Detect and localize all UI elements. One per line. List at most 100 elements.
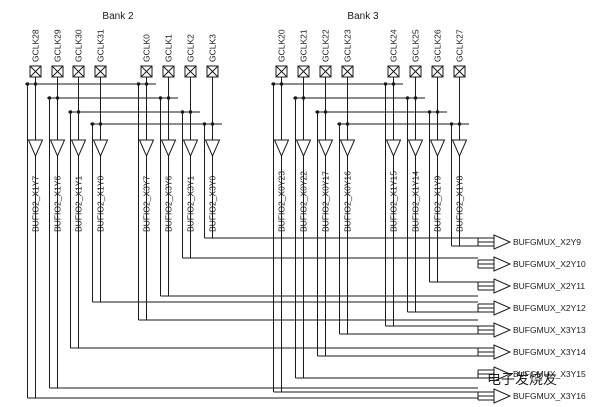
bufio2-symbol bbox=[92, 139, 109, 158]
bufio2-label: BUFIO2_X3Y6 bbox=[164, 176, 174, 232]
bus-tap-dot bbox=[98, 122, 103, 126]
route-tap-dot bbox=[180, 110, 185, 114]
bufgmux-label: BUFGMUX_X3Y16 bbox=[513, 391, 586, 401]
pin-label: GCLK23 bbox=[343, 29, 353, 62]
bus-tap-dot bbox=[188, 110, 193, 114]
bufio2-label: BUFIO2_X0Y16 bbox=[343, 171, 353, 232]
bufio2-symbol bbox=[407, 139, 424, 158]
bufgmux-symbol bbox=[493, 366, 512, 382]
route-tap-dot bbox=[427, 110, 432, 114]
bufio2-label: BUFIO2_X1Y7 bbox=[31, 176, 41, 232]
bufio2-symbol bbox=[182, 139, 199, 158]
pin-box-cross bbox=[29, 65, 42, 78]
bus-tap-dot bbox=[391, 82, 396, 86]
bus-tap-dot bbox=[166, 96, 171, 100]
bufio2-symbol bbox=[451, 139, 468, 158]
bufgmux-label: BUFGMUX_X2Y12 bbox=[513, 303, 586, 313]
bus-tap-dot bbox=[210, 122, 215, 126]
bufio2-symbol bbox=[138, 139, 155, 158]
bus-tap-dot bbox=[279, 82, 284, 86]
bufio2-symbol bbox=[273, 139, 290, 158]
bufio2-symbol bbox=[339, 139, 356, 158]
bufio2-label: BUFIO2_X3Y7 bbox=[142, 176, 152, 232]
pin-box-cross bbox=[162, 65, 175, 78]
bank-3-label: Bank 3 bbox=[347, 11, 379, 22]
pin-box-cross bbox=[72, 65, 85, 78]
route-tap-dot bbox=[47, 96, 52, 100]
pin-box-cross bbox=[409, 65, 422, 78]
route-tap-dot bbox=[315, 110, 320, 114]
bus-tap-dot bbox=[345, 122, 350, 126]
bufio2-symbol bbox=[49, 139, 66, 158]
pin-box-cross bbox=[184, 65, 197, 78]
route-tap-dot bbox=[337, 122, 342, 126]
bufio2-label: BUFIO2_X3Y1 bbox=[186, 176, 196, 232]
bus-tap-dot bbox=[457, 122, 462, 126]
bufgmux-label: BUFGMUX_X2Y10 bbox=[513, 259, 586, 269]
bufgmux-label: BUFGMUX_X2Y9 bbox=[513, 237, 581, 247]
pin-label: GCLK3 bbox=[208, 34, 218, 62]
bus-tap-dot bbox=[435, 110, 440, 114]
bufio2-label: BUFIO2_X3Y0 bbox=[208, 176, 218, 232]
bufgmux-label: BUFGMUX_X2Y11 bbox=[513, 281, 585, 291]
bufio2-label: BUFIO2_X0Y23 bbox=[277, 171, 287, 232]
bufgmux-label: BUFGMUX_X3Y14 bbox=[513, 347, 586, 357]
interconnect-wires bbox=[25, 77, 494, 401]
bufio2-label: BUFIO2_X1Y1 bbox=[74, 176, 84, 232]
bufgmux-symbol bbox=[493, 388, 512, 404]
bufio2-label: BUFIO2_X1Y0 bbox=[96, 176, 106, 232]
bus-tap-dot bbox=[33, 82, 38, 86]
bus-tap-dot bbox=[301, 96, 306, 100]
bufgmux-symbol bbox=[493, 256, 512, 272]
pin-label: GCLK31 bbox=[96, 29, 106, 62]
component-symbols bbox=[27, 65, 512, 404]
bufio2-symbol bbox=[429, 139, 446, 158]
route-tap-dot bbox=[68, 110, 73, 114]
watermark: 电子发烧友 bbox=[487, 371, 557, 387]
pin-label: GCLK0 bbox=[142, 34, 152, 62]
pin-label: GCLK29 bbox=[53, 29, 63, 62]
pin-label: GCLK27 bbox=[455, 29, 465, 62]
bank-2-label: Bank 2 bbox=[102, 11, 134, 22]
pin-box-cross bbox=[431, 65, 444, 78]
route-tap-dot bbox=[405, 96, 410, 100]
bus-tap-dot bbox=[144, 82, 149, 86]
route-tap-dot bbox=[383, 82, 388, 86]
bufio2-label: BUFIO2_X1Y15 bbox=[389, 171, 399, 232]
route-tap-dot bbox=[293, 96, 298, 100]
bus-tap-dot bbox=[55, 96, 60, 100]
pin-box-cross bbox=[341, 65, 354, 78]
pin-box-cross bbox=[51, 65, 64, 78]
pin-box-cross bbox=[319, 65, 332, 78]
pin-label: GCLK21 bbox=[299, 29, 309, 62]
bufgmux-symbol bbox=[493, 300, 512, 316]
pin-label: GCLK28 bbox=[31, 29, 41, 62]
bufgmux-label: BUFGMUX_X3Y13 bbox=[513, 325, 586, 335]
bufio2-symbol bbox=[385, 139, 402, 158]
bus-tap-dot bbox=[323, 110, 328, 114]
bufio2-symbol bbox=[317, 139, 334, 158]
pin-box-cross bbox=[297, 65, 310, 78]
bufio2-symbol bbox=[70, 139, 87, 158]
bufio2-label: BUFIO2_X1Y8 bbox=[455, 176, 465, 232]
bus-tap-dot bbox=[76, 110, 81, 114]
pin-box-cross bbox=[275, 65, 288, 78]
bufio2-symbol bbox=[27, 139, 44, 158]
pin-label: GCLK2 bbox=[186, 34, 196, 62]
route-tap-dot bbox=[158, 96, 163, 100]
pin-label: GCLK25 bbox=[411, 29, 421, 62]
route-tap-dot bbox=[90, 122, 95, 126]
bufio2-symbol bbox=[295, 139, 312, 158]
bufgmux-symbol bbox=[493, 234, 512, 250]
bufio2-label: BUFIO2_X1Y14 bbox=[411, 171, 421, 232]
route-tap-dot bbox=[25, 82, 30, 86]
bufio2-label: BUFIO2_X0Y22 bbox=[299, 171, 309, 232]
bufio2-symbol bbox=[160, 139, 177, 158]
bufgmux-symbol bbox=[493, 322, 512, 338]
route-tap-dot bbox=[271, 82, 276, 86]
bufgmux-symbol bbox=[493, 278, 512, 294]
bufio2-label: BUFIO2_X1Y6 bbox=[53, 176, 63, 232]
bufio2-symbol bbox=[204, 139, 221, 158]
